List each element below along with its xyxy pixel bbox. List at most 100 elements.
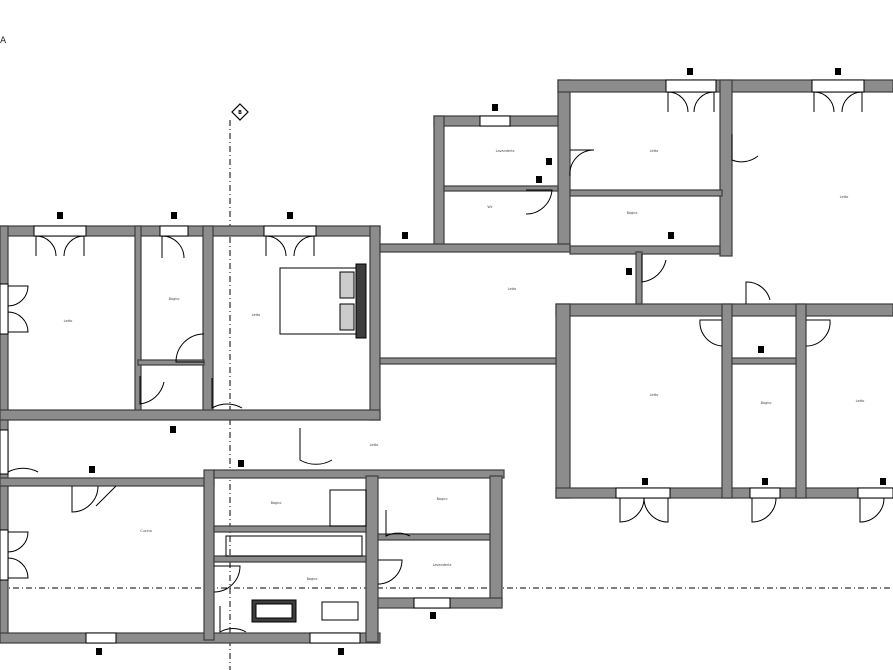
door-tag: [96, 648, 102, 655]
door-swings: [7, 91, 885, 633]
bathtub: [225, 535, 363, 557]
door-swing: [7, 285, 29, 307]
wall: [213, 555, 367, 563]
door-tag: [536, 176, 542, 183]
door-swing: [385, 510, 411, 537]
door-tag: [238, 460, 244, 467]
door-swing: [139, 376, 165, 405]
door-tag: [57, 212, 63, 219]
vanity-basin: [255, 603, 293, 619]
room-label: Letto: [856, 399, 865, 403]
door-swing: [213, 565, 241, 593]
wall: [213, 525, 367, 533]
door-tag: [287, 212, 293, 219]
wall: [555, 303, 571, 499]
door-swing: [219, 606, 247, 633]
door-tags: [57, 68, 886, 655]
door-tag: [626, 268, 632, 275]
windows: [0, 79, 893, 644]
door-swing: [7, 311, 29, 333]
window: [0, 529, 9, 581]
wall: [203, 469, 215, 641]
door-swing: [293, 235, 315, 257]
room-label: Letto: [508, 287, 517, 291]
wall: [377, 533, 493, 541]
door-tag: [668, 232, 674, 239]
door-swing: [161, 235, 185, 259]
wall: [443, 185, 559, 192]
window: [749, 487, 781, 499]
window: [479, 115, 511, 127]
door-swing: [813, 91, 835, 113]
window: [0, 283, 9, 335]
door-swing: [699, 319, 723, 347]
room-label: Letto: [370, 443, 379, 447]
wall: [365, 475, 379, 643]
door-tag: [758, 346, 764, 353]
furniture: [225, 263, 367, 623]
window: [0, 429, 9, 475]
wall: [721, 303, 733, 499]
door-swing: [35, 235, 57, 257]
door-tag: [338, 648, 344, 655]
window: [85, 632, 117, 644]
walls: [0, 79, 893, 644]
window: [413, 597, 451, 609]
room-label: Wc: [487, 205, 492, 209]
door-swing: [95, 485, 117, 507]
room-labels: Letto Bagno Letto Lavanderia Wc Letto Ba…: [64, 149, 865, 581]
door-swing: [211, 378, 243, 409]
bed-headboard: [355, 263, 367, 339]
room-label: Lavanderia: [496, 149, 515, 153]
wall: [379, 243, 571, 253]
shower-tray: [329, 489, 367, 527]
door-swing: [641, 254, 667, 283]
room-label: Bagno: [169, 297, 180, 301]
window: [615, 487, 671, 499]
door-tag: [687, 68, 693, 75]
door-swing: [7, 531, 29, 553]
wall: [379, 357, 557, 365]
pillow: [339, 303, 355, 331]
door-swing: [299, 428, 333, 465]
door-swing: [7, 557, 29, 579]
wall: [635, 251, 643, 305]
door-tag: [642, 478, 648, 485]
door-tag: [880, 478, 886, 485]
pillow: [339, 271, 355, 299]
door-swing: [731, 134, 759, 163]
room-label: Letto: [252, 313, 261, 317]
window: [309, 632, 361, 644]
room-label: Bagno: [761, 401, 772, 405]
room-label: Letto: [840, 195, 849, 199]
wall: [731, 357, 797, 365]
wall: [569, 245, 721, 255]
axis-lines: [0, 120, 893, 670]
wall: [433, 115, 445, 251]
door-tag: [492, 104, 498, 111]
room-label: Bagno: [437, 497, 448, 501]
door-swing: [63, 235, 85, 257]
door-swing: [667, 91, 689, 113]
door-tag: [402, 232, 408, 239]
door-swing: [693, 91, 715, 113]
room-label: Cucina: [140, 529, 152, 533]
door-swing: [71, 485, 99, 513]
door-swing: [643, 497, 669, 523]
wall: [213, 469, 505, 479]
door-tag: [170, 426, 176, 433]
door-swing: [841, 91, 863, 113]
wall: [0, 409, 381, 421]
sink: [321, 601, 359, 621]
wall: [489, 475, 503, 607]
axis-marker-label: B: [238, 110, 242, 116]
room-label: Letto: [650, 393, 659, 397]
section-marker-a: A: [0, 36, 7, 46]
window: [665, 79, 717, 93]
wall: [0, 632, 381, 644]
room-label: Bagno: [271, 501, 282, 505]
door-swing: [569, 149, 595, 177]
room-label: Lavanderia: [433, 563, 452, 567]
door-swing: [745, 281, 771, 304]
